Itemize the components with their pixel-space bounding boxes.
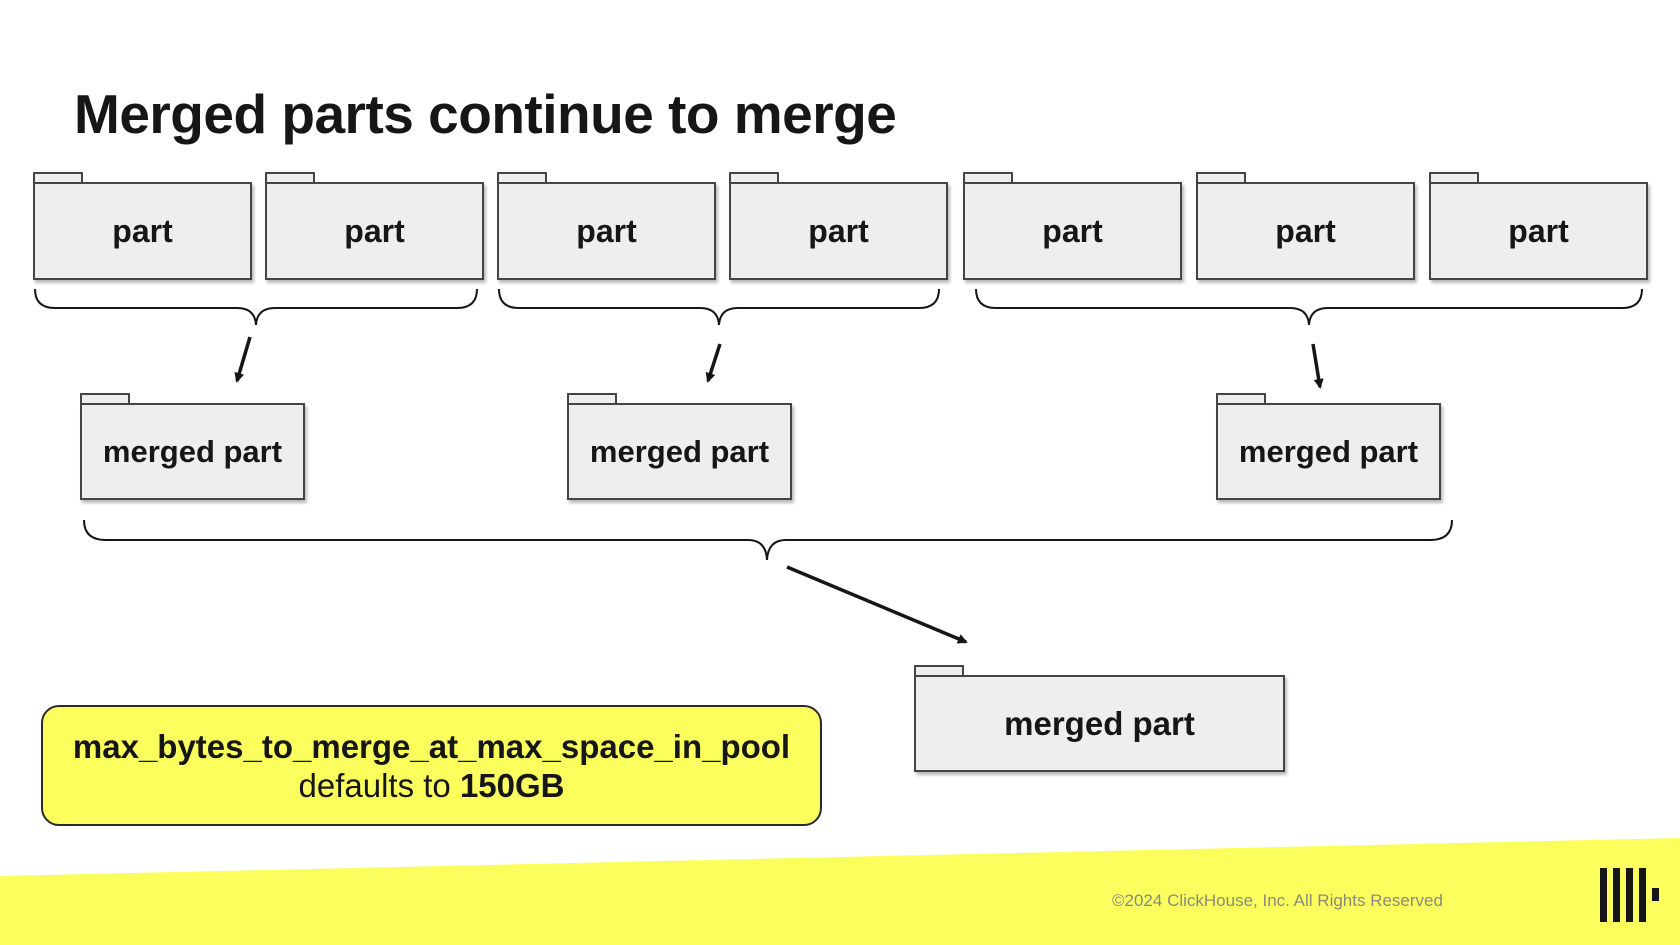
merged-part-label: merged part [102, 433, 283, 469]
part-folder: part [265, 172, 484, 280]
merged-part-label: merged part [589, 433, 770, 469]
folder-body: part [1429, 182, 1648, 280]
merge-brace [498, 288, 940, 326]
slide-title: Merged parts continue to merge [74, 83, 897, 145]
merge-brace [975, 288, 1643, 326]
part-label: part [112, 212, 173, 249]
part-label: part [576, 212, 637, 249]
part-label: part [808, 212, 869, 249]
merged-part-folder: merged part [80, 393, 305, 500]
part-folder: part [729, 172, 948, 280]
folder-body: merged part [914, 675, 1285, 772]
folder-body: part [265, 182, 484, 280]
folder-body: part [497, 182, 716, 280]
merged-part-folder: merged part [1216, 393, 1441, 500]
part-folder: part [33, 172, 252, 280]
part-folder: part [963, 172, 1182, 280]
part-label: part [1275, 212, 1336, 249]
merged-part-folder: merged part [567, 393, 792, 500]
setting-default-value: 150GB [459, 766, 565, 804]
final-merged-part-label: merged part [1004, 704, 1195, 742]
merged-part-label: merged part [1238, 433, 1419, 469]
folder-body: part [1196, 182, 1415, 280]
merge-arrow [234, 336, 252, 383]
final-merged-part-folder: merged part [914, 665, 1285, 772]
folder-body: part [33, 182, 252, 280]
part-folder: part [1429, 172, 1648, 280]
merge-brace [34, 288, 478, 326]
merge-arrow [705, 343, 722, 383]
setting-default-prefix: defaults to [298, 766, 460, 804]
setting-default-line: defaults to 150GB [43, 766, 820, 805]
part-folder: part [497, 172, 716, 280]
merge-arrow [786, 565, 968, 644]
folder-body: merged part [567, 403, 792, 500]
setting-note: max_bytes_to_merge_at_max_space_in_pool … [41, 705, 822, 826]
part-label: part [344, 212, 405, 249]
merge-arrow [1311, 343, 1324, 389]
folder-body: merged part [80, 403, 305, 500]
merge-brace [83, 519, 1453, 561]
folder-body: merged part [1216, 403, 1441, 500]
copyright: ©2024 ClickHouse, Inc. All Rights Reserv… [1112, 891, 1443, 910]
part-label: part [1042, 212, 1103, 249]
folder-body: part [729, 182, 948, 280]
part-label: part [1508, 212, 1569, 249]
clickhouse-logo-icon [1600, 866, 1660, 922]
folder-body: part [963, 182, 1182, 280]
setting-name: max_bytes_to_merge_at_max_space_in_pool [72, 727, 791, 765]
part-folder: part [1196, 172, 1415, 280]
